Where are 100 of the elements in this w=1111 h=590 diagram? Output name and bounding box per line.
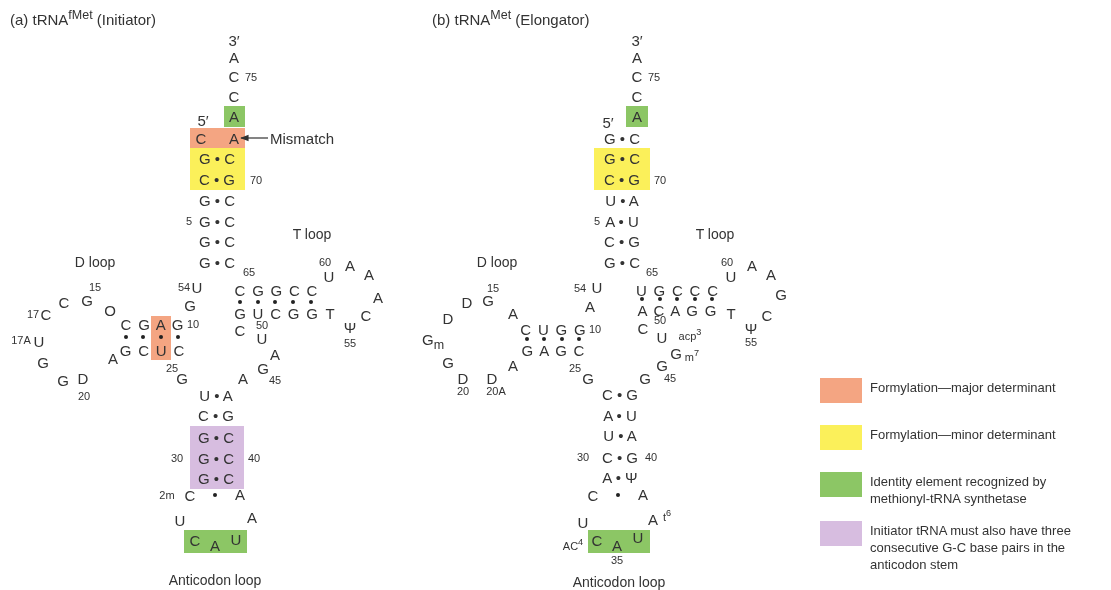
loop-label: D loop	[476, 255, 518, 269]
nucleotide-row: C U G G	[520, 321, 586, 337]
nucleotide-letter: A	[648, 511, 658, 527]
base-pair: G • C	[603, 150, 641, 166]
base-pair: G • C	[198, 192, 236, 208]
nucleotide-row: C G G C C	[234, 282, 318, 298]
nucleotide-letter: G	[582, 370, 594, 386]
position-number: 40	[644, 451, 658, 463]
nucleotide-row: U G C C C	[635, 282, 719, 298]
nucleotide-letter: A	[632, 108, 642, 124]
base-pair: G • C	[197, 450, 235, 466]
position-number: 65	[645, 266, 659, 278]
nucleotide-letter: O	[104, 302, 116, 318]
nucleotide-letter: C	[189, 532, 201, 548]
nucleotide-letter: A	[638, 486, 648, 502]
base-pair: U • A	[603, 427, 637, 443]
nucleotide-letter: A	[345, 257, 355, 273]
base-pair: G • C	[198, 233, 236, 249]
nucleotide-letter: 5′	[197, 112, 209, 128]
nucleotide-letter: U	[632, 529, 644, 545]
nucleotide-letter: D	[486, 370, 498, 386]
nucleotide-letter: A	[210, 537, 220, 553]
legend-text: Initiator tRNA must also have three consecutive G-C base pairs in the anticodon stem	[870, 523, 1072, 574]
position-number: 55	[343, 337, 357, 349]
position-number: 2m	[159, 489, 175, 501]
position-number: 5	[593, 215, 601, 227]
nucleotide-letter: C	[591, 532, 603, 548]
position-number: 70	[249, 174, 263, 186]
nucleotide-letter: C	[228, 68, 240, 84]
legend-text: Formylation—major determinant	[870, 380, 1057, 397]
position-number: 20	[77, 390, 91, 402]
base-pair: G • C	[198, 254, 236, 270]
position-number: 60	[318, 256, 332, 268]
loop-label: D loop	[74, 255, 116, 269]
nucleotide-letter: A	[229, 49, 239, 65]
modification-label: AC$^{4}$	[562, 538, 584, 552]
nucleotide-row: G C U C	[119, 342, 185, 358]
nucleotide-letter: G	[442, 354, 454, 370]
nucleotide-letter: U	[656, 329, 668, 345]
nucleotide-letter: C	[40, 306, 52, 322]
nucleotide-letter: A	[766, 266, 776, 282]
nucleotide-letter: A	[270, 346, 280, 362]
nucleotide-letter: Ψ	[744, 320, 758, 336]
position-number: 17	[26, 308, 40, 320]
base-pair: A • U	[605, 213, 639, 229]
callout-label: Mismatch	[270, 130, 335, 146]
nucleotide-letter: U	[323, 268, 335, 284]
nucleotide-letter: T	[325, 305, 335, 321]
nucleotide-letter: D	[461, 294, 473, 310]
base-pair: G • C	[198, 150, 236, 166]
position-number: 10	[186, 318, 200, 330]
loop-label: Anticodon loop	[168, 573, 262, 587]
nucleotide-letter: D	[77, 370, 89, 386]
nucleotide-letter: G	[656, 357, 668, 373]
nucleotide-letter: C	[637, 320, 649, 336]
nucleotide-row: G A G C	[521, 342, 585, 358]
nucleotide-letter: 5′	[602, 114, 614, 130]
nucleotide-letter: U	[33, 333, 45, 349]
nucleotide-letter: 3′	[631, 32, 643, 48]
nucleotide-letter: C	[195, 130, 207, 146]
position-number: 55	[744, 336, 758, 348]
position-number: 35	[610, 554, 624, 566]
legend-text: Identity element recognized by methionyl-tRNA synthetase	[870, 474, 1048, 508]
position-number: 15	[486, 282, 500, 294]
arrow	[240, 134, 269, 142]
nucleotide-letter: C	[360, 307, 372, 323]
nucleotide-letter: A	[747, 257, 757, 273]
base-pair: A • Ψ	[602, 469, 638, 485]
base-pair: U • A	[199, 387, 233, 403]
position-number: 45	[663, 372, 677, 384]
nucleotide-letter: Ψ	[343, 319, 357, 335]
position-number: 50	[255, 319, 269, 331]
base-pair: U • A	[605, 192, 639, 208]
nucleotide-letter: C	[631, 88, 643, 104]
position-number: 20A	[486, 385, 506, 397]
nucleotide-letter: A	[585, 298, 595, 314]
position-number: 30	[576, 451, 590, 463]
nucleotide-letter: D	[442, 310, 454, 326]
nucleotide-letter: G	[37, 354, 49, 370]
nucleotide-letter: T	[726, 305, 736, 321]
nucleotide-letter: A	[108, 350, 118, 366]
nucleotide-letter: U	[174, 512, 186, 528]
nucleotide-letter: G	[81, 292, 93, 308]
position-number: 65	[242, 266, 256, 278]
position-number: 75	[647, 71, 661, 83]
modification-label: m$^{7}$	[684, 349, 700, 363]
position-number: 45	[268, 374, 282, 386]
nucleotide-letter: A	[247, 509, 257, 525]
base-pair: G • C	[198, 213, 236, 229]
panel-title: (b) tRNA$^{Met}$ (Elongator)	[432, 9, 590, 27]
position-number: 30	[170, 452, 184, 464]
base-pair: C • G	[601, 386, 639, 402]
nucleotide-letter: U	[577, 514, 589, 530]
loop-label: Anticodon loop	[572, 575, 666, 589]
position-number: 25	[568, 362, 582, 374]
nucleotide-letter: U	[591, 279, 603, 295]
nucleotide-letter: C	[184, 487, 196, 503]
nucleotide-letter: G$_{m}$	[421, 332, 445, 352]
nucleotide-letter: U	[725, 268, 737, 284]
nucleotide-row: C G A G	[120, 316, 184, 332]
